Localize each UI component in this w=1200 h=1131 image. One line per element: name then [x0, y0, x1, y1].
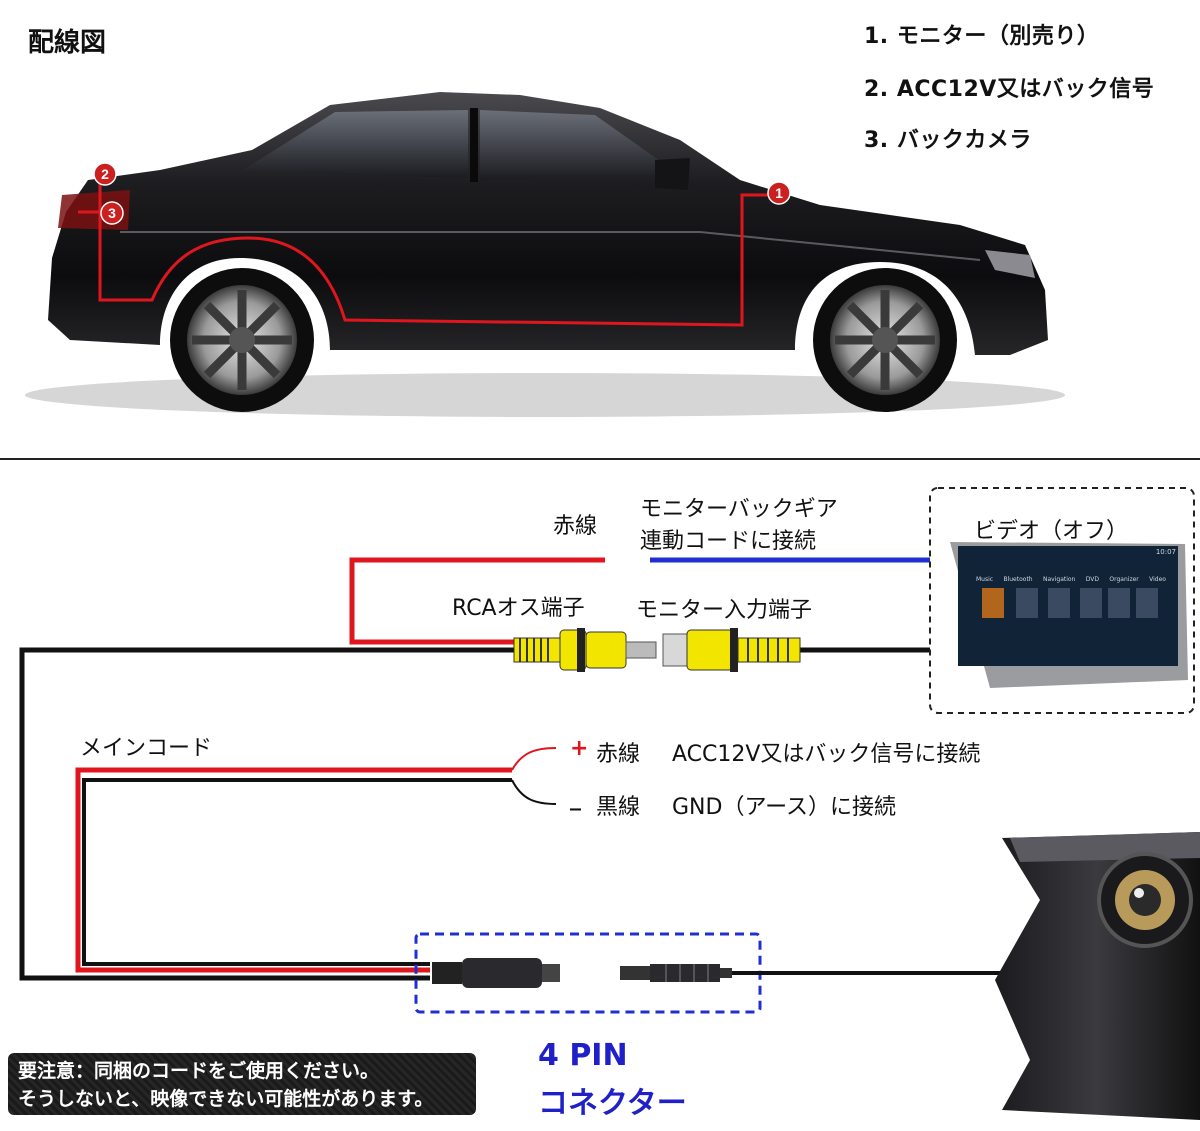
legend-item-camera: 3. バックカメラ	[864, 128, 1032, 153]
rca-male-plug	[513, 628, 657, 672]
marker-3-label: 3	[108, 205, 116, 221]
wiring-route	[98, 182, 775, 327]
screen-menu-item: Music	[976, 576, 994, 583]
split-red	[511, 747, 557, 771]
marker-1-label: 1	[775, 185, 783, 201]
red-desc: ACC12V又はバック信号に接続	[672, 742, 981, 767]
backup-camera	[995, 832, 1200, 1120]
page-title: 配線図	[28, 28, 107, 58]
screen-menu-item: Video	[1149, 576, 1166, 583]
front-window	[480, 110, 680, 180]
screen-menu-item: Navigation	[1043, 576, 1076, 583]
warning-line-2: そうしないと、映像できない可能性があります。	[18, 1088, 434, 1110]
main-cord-label: メインコード	[80, 736, 213, 761]
marker-3: 3	[100, 201, 124, 225]
red-label: 赤線	[596, 742, 641, 767]
red-wire-rca	[349, 557, 605, 645]
black-power-wire	[82, 778, 512, 966]
video-label: ビデオ（オフ）	[974, 519, 1129, 544]
gear-line-2: 連動コードに接続	[640, 529, 817, 554]
monitor-box	[929, 487, 1195, 714]
wiring-diagram	[19, 487, 1200, 1120]
marker-2-label: 2	[101, 166, 109, 182]
section-divider	[0, 458, 1200, 460]
plus-sign: +	[570, 736, 589, 761]
monitor-input-label: モニター入力端子	[636, 598, 813, 623]
four-pin-connector	[432, 958, 732, 988]
legend-item-monitor: 1. モニター（別売り）	[864, 24, 1100, 49]
screen-menu-item: Organizer	[1109, 576, 1139, 583]
rear-wheel	[170, 268, 314, 412]
rca-male-label: RCAオス端子	[452, 596, 585, 621]
warning-line-1: 要注意：同梱のコードをご使用ください。	[18, 1060, 380, 1082]
screen-time: 10:07	[1155, 548, 1176, 556]
red-power-wire	[75, 767, 512, 973]
rca-female-jack	[662, 628, 801, 672]
screen-menu-item: Bluetooth	[1003, 576, 1033, 583]
monitor-device	[950, 542, 1188, 688]
split-black	[511, 779, 557, 805]
black-main-cord	[19, 647, 520, 981]
front-wheel	[813, 268, 957, 412]
warning-box: 要注意：同梱のコードをご使用ください。 そうしないと、映像できない可能性がありま…	[8, 1053, 476, 1115]
marker-2: 2	[93, 162, 117, 186]
car-illustration: 2 3 1	[25, 92, 1065, 417]
minus-sign: _	[570, 786, 581, 811]
legend-item-acc: 2. ACC12V又はバック信号	[864, 77, 1155, 102]
rear-window	[240, 110, 468, 178]
pin-subtitle: コネクター	[538, 1086, 687, 1121]
black-desc: GND（アース）に接続	[672, 795, 897, 820]
screen-menu: Music Bluetooth Navigation DVD Organizer…	[976, 576, 1166, 583]
pin-title: 4 PIN	[538, 1038, 628, 1073]
screen-menu-item: DVD	[1085, 576, 1100, 583]
gear-line-1: モニターバックギア	[640, 497, 838, 522]
red-wire-label: 赤線	[553, 514, 598, 539]
black-label: 黒線	[596, 795, 641, 820]
marker-1: 1	[767, 181, 791, 205]
side-mirror	[655, 158, 690, 190]
head-light	[985, 250, 1035, 278]
screen-header: 10:07	[960, 548, 1176, 556]
